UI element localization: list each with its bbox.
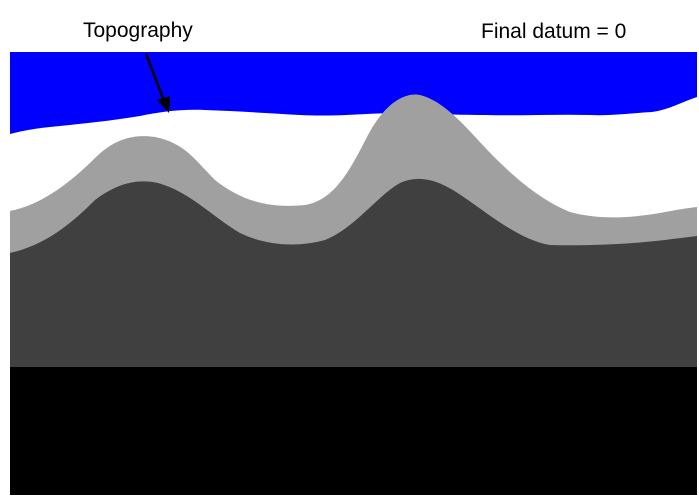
blue-upper-layer (10, 52, 697, 134)
topography-arrow-shaft (144, 53, 166, 102)
topography-arrow-head (157, 96, 170, 113)
topography-label: Topography (83, 19, 193, 42)
black-base-layer (10, 367, 697, 495)
final-datum-label: Final datum = 0 (481, 20, 626, 43)
